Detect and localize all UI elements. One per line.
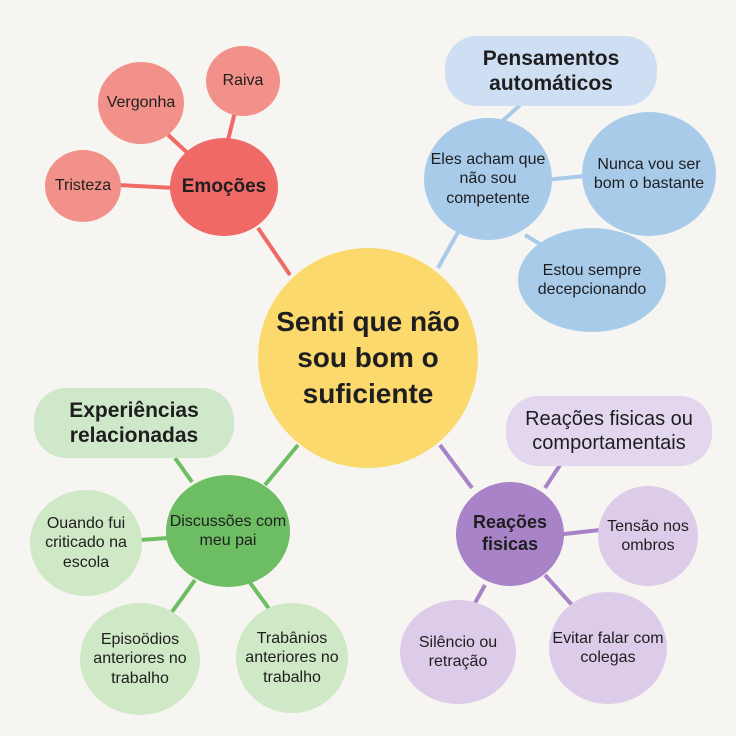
experiences-title-label: Experiências relacionadas xyxy=(69,398,199,447)
connector-line xyxy=(438,443,474,490)
central-node-label: Senti que não sou bom o suficiente xyxy=(276,306,460,409)
emotion-item-label: Raiva xyxy=(222,72,264,90)
connector-line xyxy=(117,183,176,190)
experience-item-label: Ouando fui criticado na escola xyxy=(45,515,127,571)
thought-item-decepcionando: Estou sempre decepcionando xyxy=(518,228,666,332)
experience-item-episodios: Episoödios anteriores no trabalho xyxy=(80,603,200,715)
physical-item-label: Tensão nos ombros xyxy=(607,517,689,554)
thought-item-competente: Eles acham que não sou competente xyxy=(424,118,552,240)
thought-item-bom-bastante: Nunca vou ser bom o bastante xyxy=(582,112,716,236)
physical-item-label: Evitar falar com colegas xyxy=(552,629,664,666)
physical-item-evitar: Evitar falar com colegas xyxy=(549,592,667,704)
connector-line xyxy=(256,226,292,277)
experiences-node: Discussões com meu pai xyxy=(166,475,290,587)
experience-item-trabalhos: Trabânios anteriores no trabalho xyxy=(236,603,348,713)
thought-item-label: Eles acham que não sou competente xyxy=(430,151,546,207)
physical-node: Reações fisicas xyxy=(456,482,564,586)
connector-line xyxy=(263,443,300,487)
connector-line xyxy=(170,578,197,614)
experience-item-label: Episoödios anteriores no trabalho xyxy=(93,631,187,687)
experience-item-label: Trabânios anteriores no trabalho xyxy=(245,630,339,686)
physical-item-silencio: Silêncio ou retração xyxy=(400,600,516,704)
connector-line xyxy=(543,573,574,607)
connector-line xyxy=(246,578,272,612)
central-node: Senti que não sou bom o suficiente xyxy=(258,248,478,468)
emotions-label: Emoções xyxy=(181,175,267,197)
connector-line xyxy=(543,463,562,490)
emotion-item-tristeza: Tristeza xyxy=(45,150,121,222)
physical-item-tensao: Tensão nos ombros xyxy=(598,486,698,586)
thoughts-title-label: Pensamentos automáticos xyxy=(482,46,620,95)
experience-item-escola: Ouando fui criticado na escola xyxy=(30,490,142,596)
emotion-item-raiva: Raiva xyxy=(206,46,280,116)
emotion-item-vergonha: Vergonha xyxy=(98,62,184,144)
physical-item-label: Silêncio ou retração xyxy=(418,633,498,670)
physical-title-label: Reações fisicas ou comportamentais xyxy=(525,408,693,454)
connector-line xyxy=(173,456,194,484)
thoughts-title: Pensamentos automáticos xyxy=(445,36,657,106)
connector-line xyxy=(139,536,169,542)
emotion-item-label: Vergonha xyxy=(106,94,176,112)
physical-node-label: Reações fisicas xyxy=(472,512,548,554)
experiences-title: Experiências relacionadas xyxy=(34,388,234,458)
emotion-item-label: Tristeza xyxy=(54,177,112,195)
thought-item-label: Estou sempre decepcionando xyxy=(537,261,647,298)
physical-title: Reações fisicas ou comportamentais xyxy=(506,396,712,466)
emotions-node: Emoções xyxy=(170,138,278,236)
experiences-node-label: Discussões com meu pai xyxy=(169,512,287,549)
thought-item-label: Nunca vou ser bom o bastante xyxy=(593,155,705,192)
